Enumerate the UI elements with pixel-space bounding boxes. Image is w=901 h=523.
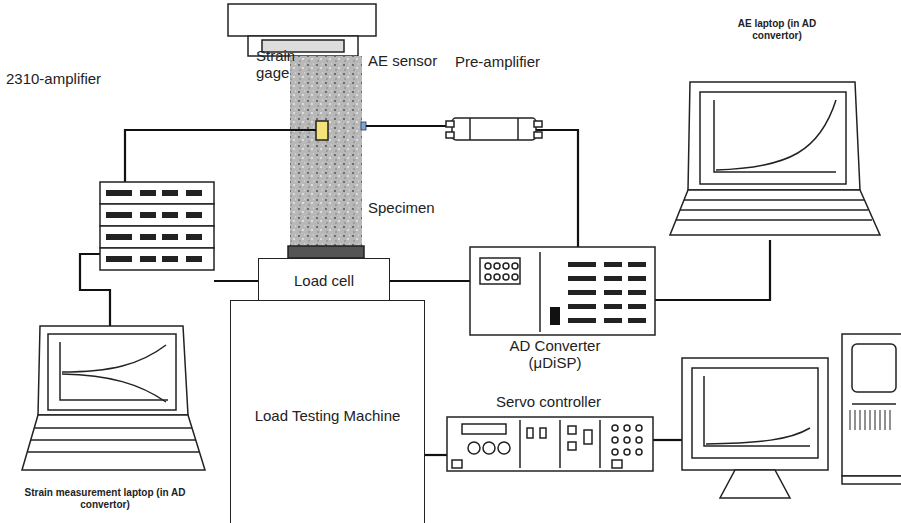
ae-laptop-label: AE laptop (in AD convertor) [722,18,832,41]
strain-gage-label: Strain gage [256,47,300,82]
machine-box: Load Testing Machine [230,300,425,523]
box-text: Load cell [294,272,354,289]
strain-laptop-label: Strain measurement laptop (in AD convert… [10,487,200,510]
preamp-label: Pre-amplifier [455,53,565,70]
load-cell-box: Load cell [258,258,390,302]
ad-converter-label: AD Converter (μDiSP) [505,337,605,372]
sensor-label: AE sensor [368,52,458,69]
box-text: Load Testing Machine [255,407,401,424]
amplifier-label: 2310-amplifier [6,70,176,87]
servo-label: Servo controller [496,393,626,410]
specimen-label: Specimen [368,199,448,216]
